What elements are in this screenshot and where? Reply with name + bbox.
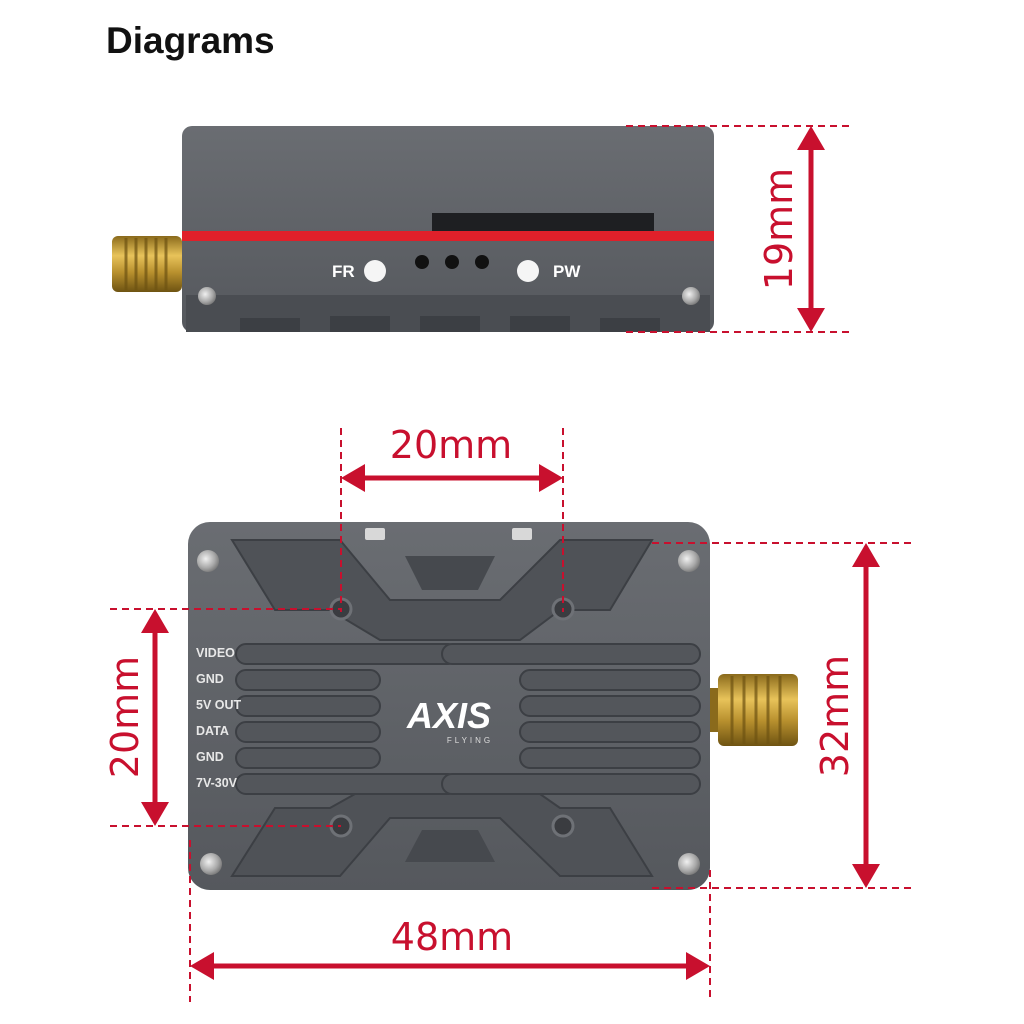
top-view: VIDEO GND 5V OUT DATA GND 7V-30V AXIS FL…: [188, 522, 798, 890]
hole-spacing-left-dimension: 20mm: [103, 608, 341, 827]
side-port-hole-1: [415, 255, 429, 269]
side-antenna-connector: [112, 236, 182, 292]
fr-led: [364, 260, 386, 282]
side-port-hole-2: [445, 255, 459, 269]
right-fins: [441, 643, 701, 795]
height-32mm-label: 32mm: [813, 655, 857, 777]
logo-subtext: FLYING: [447, 736, 493, 745]
screw-top-right: [678, 550, 700, 572]
pin-label-5v-out: 5V OUT: [196, 698, 242, 712]
fr-led-label: FR: [332, 262, 355, 281]
left-fins: [235, 643, 459, 795]
axis-logo: AXIS FLYING: [406, 695, 493, 745]
screw-top-left: [197, 550, 219, 572]
pin-label-video: VIDEO: [196, 646, 235, 660]
side-screw-left: [198, 287, 216, 305]
top-case-body: [188, 522, 710, 890]
width-48mm-label: 48mm: [391, 915, 513, 959]
mount-hole-bottom-right: [551, 814, 575, 838]
top-height-dimension: 32mm: [652, 542, 912, 889]
side-height-dimension: 19mm: [626, 125, 852, 333]
top-chevron-lower: [230, 779, 654, 877]
hole-spacing-top-label: 20mm: [390, 423, 512, 467]
pin-label-gnd: GND: [196, 672, 224, 686]
top-led-bump-left: [365, 528, 385, 540]
pin-labels: VIDEO GND 5V OUT DATA GND 7V-30V: [196, 646, 242, 790]
top-led-bump-right: [512, 528, 532, 540]
side-red-stripe: [182, 231, 714, 241]
screw-bottom-left: [200, 853, 222, 875]
pin-label-data: DATA: [196, 724, 229, 738]
screw-bottom-right: [678, 853, 700, 875]
side-case-notches: [240, 316, 660, 332]
width-dimension: 48mm: [189, 840, 711, 1002]
diagram-heading: Diagrams: [106, 20, 275, 61]
hole-spacing-left-label: 20mm: [103, 656, 147, 778]
pin-label-7v-30v: 7V-30V: [196, 776, 238, 790]
bottom-chevron-inner: [405, 830, 495, 862]
side-port-hole-3: [475, 255, 489, 269]
top-antenna-connector: [704, 674, 798, 746]
corner-screws: [197, 550, 700, 875]
pw-led: [517, 260, 539, 282]
hole-spacing-top-dimension: 20mm: [340, 423, 564, 612]
side-screw-right: [682, 287, 700, 305]
pw-led-label: PW: [553, 262, 581, 281]
height-19mm-label: 19mm: [757, 168, 801, 290]
side-view: FR PW: [112, 126, 714, 332]
pin-label-gnd-2: GND: [196, 750, 224, 764]
logo-text: AXIS: [406, 695, 491, 736]
top-chevron-inner: [405, 556, 495, 590]
side-slot: [432, 213, 654, 231]
